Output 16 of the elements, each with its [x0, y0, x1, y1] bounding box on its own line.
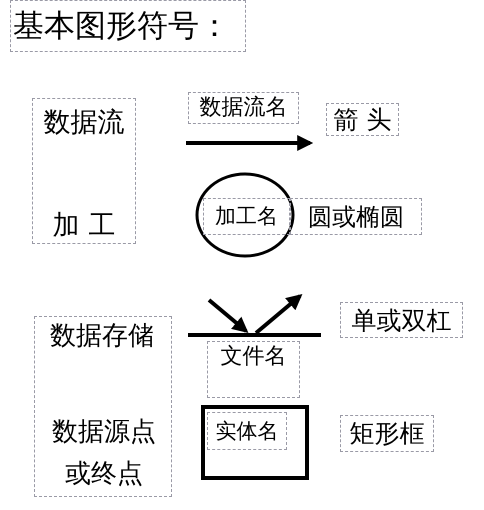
process-circle — [195, 172, 295, 258]
node-label: 加工名 — [203, 198, 290, 235]
label: 数据源点 — [51, 416, 157, 449]
label: 矩形框 — [340, 415, 434, 452]
node-label: 实体名 — [207, 412, 287, 450]
label: 或终点 — [64, 458, 144, 491]
label: 数据流名 — [188, 92, 299, 124]
entity-rectangle — [201, 405, 309, 480]
label: 圆或椭圆 — [290, 198, 422, 235]
label: 数据流 — [42, 106, 126, 140]
title: 基本图形符号： — [10, 0, 246, 52]
label: 数据存储 — [49, 320, 155, 353]
label: 加 工 — [52, 208, 116, 242]
label: 文件名 — [207, 341, 300, 398]
label: 单或双杠 — [340, 302, 463, 338]
label: 箭 头 — [326, 103, 399, 136]
